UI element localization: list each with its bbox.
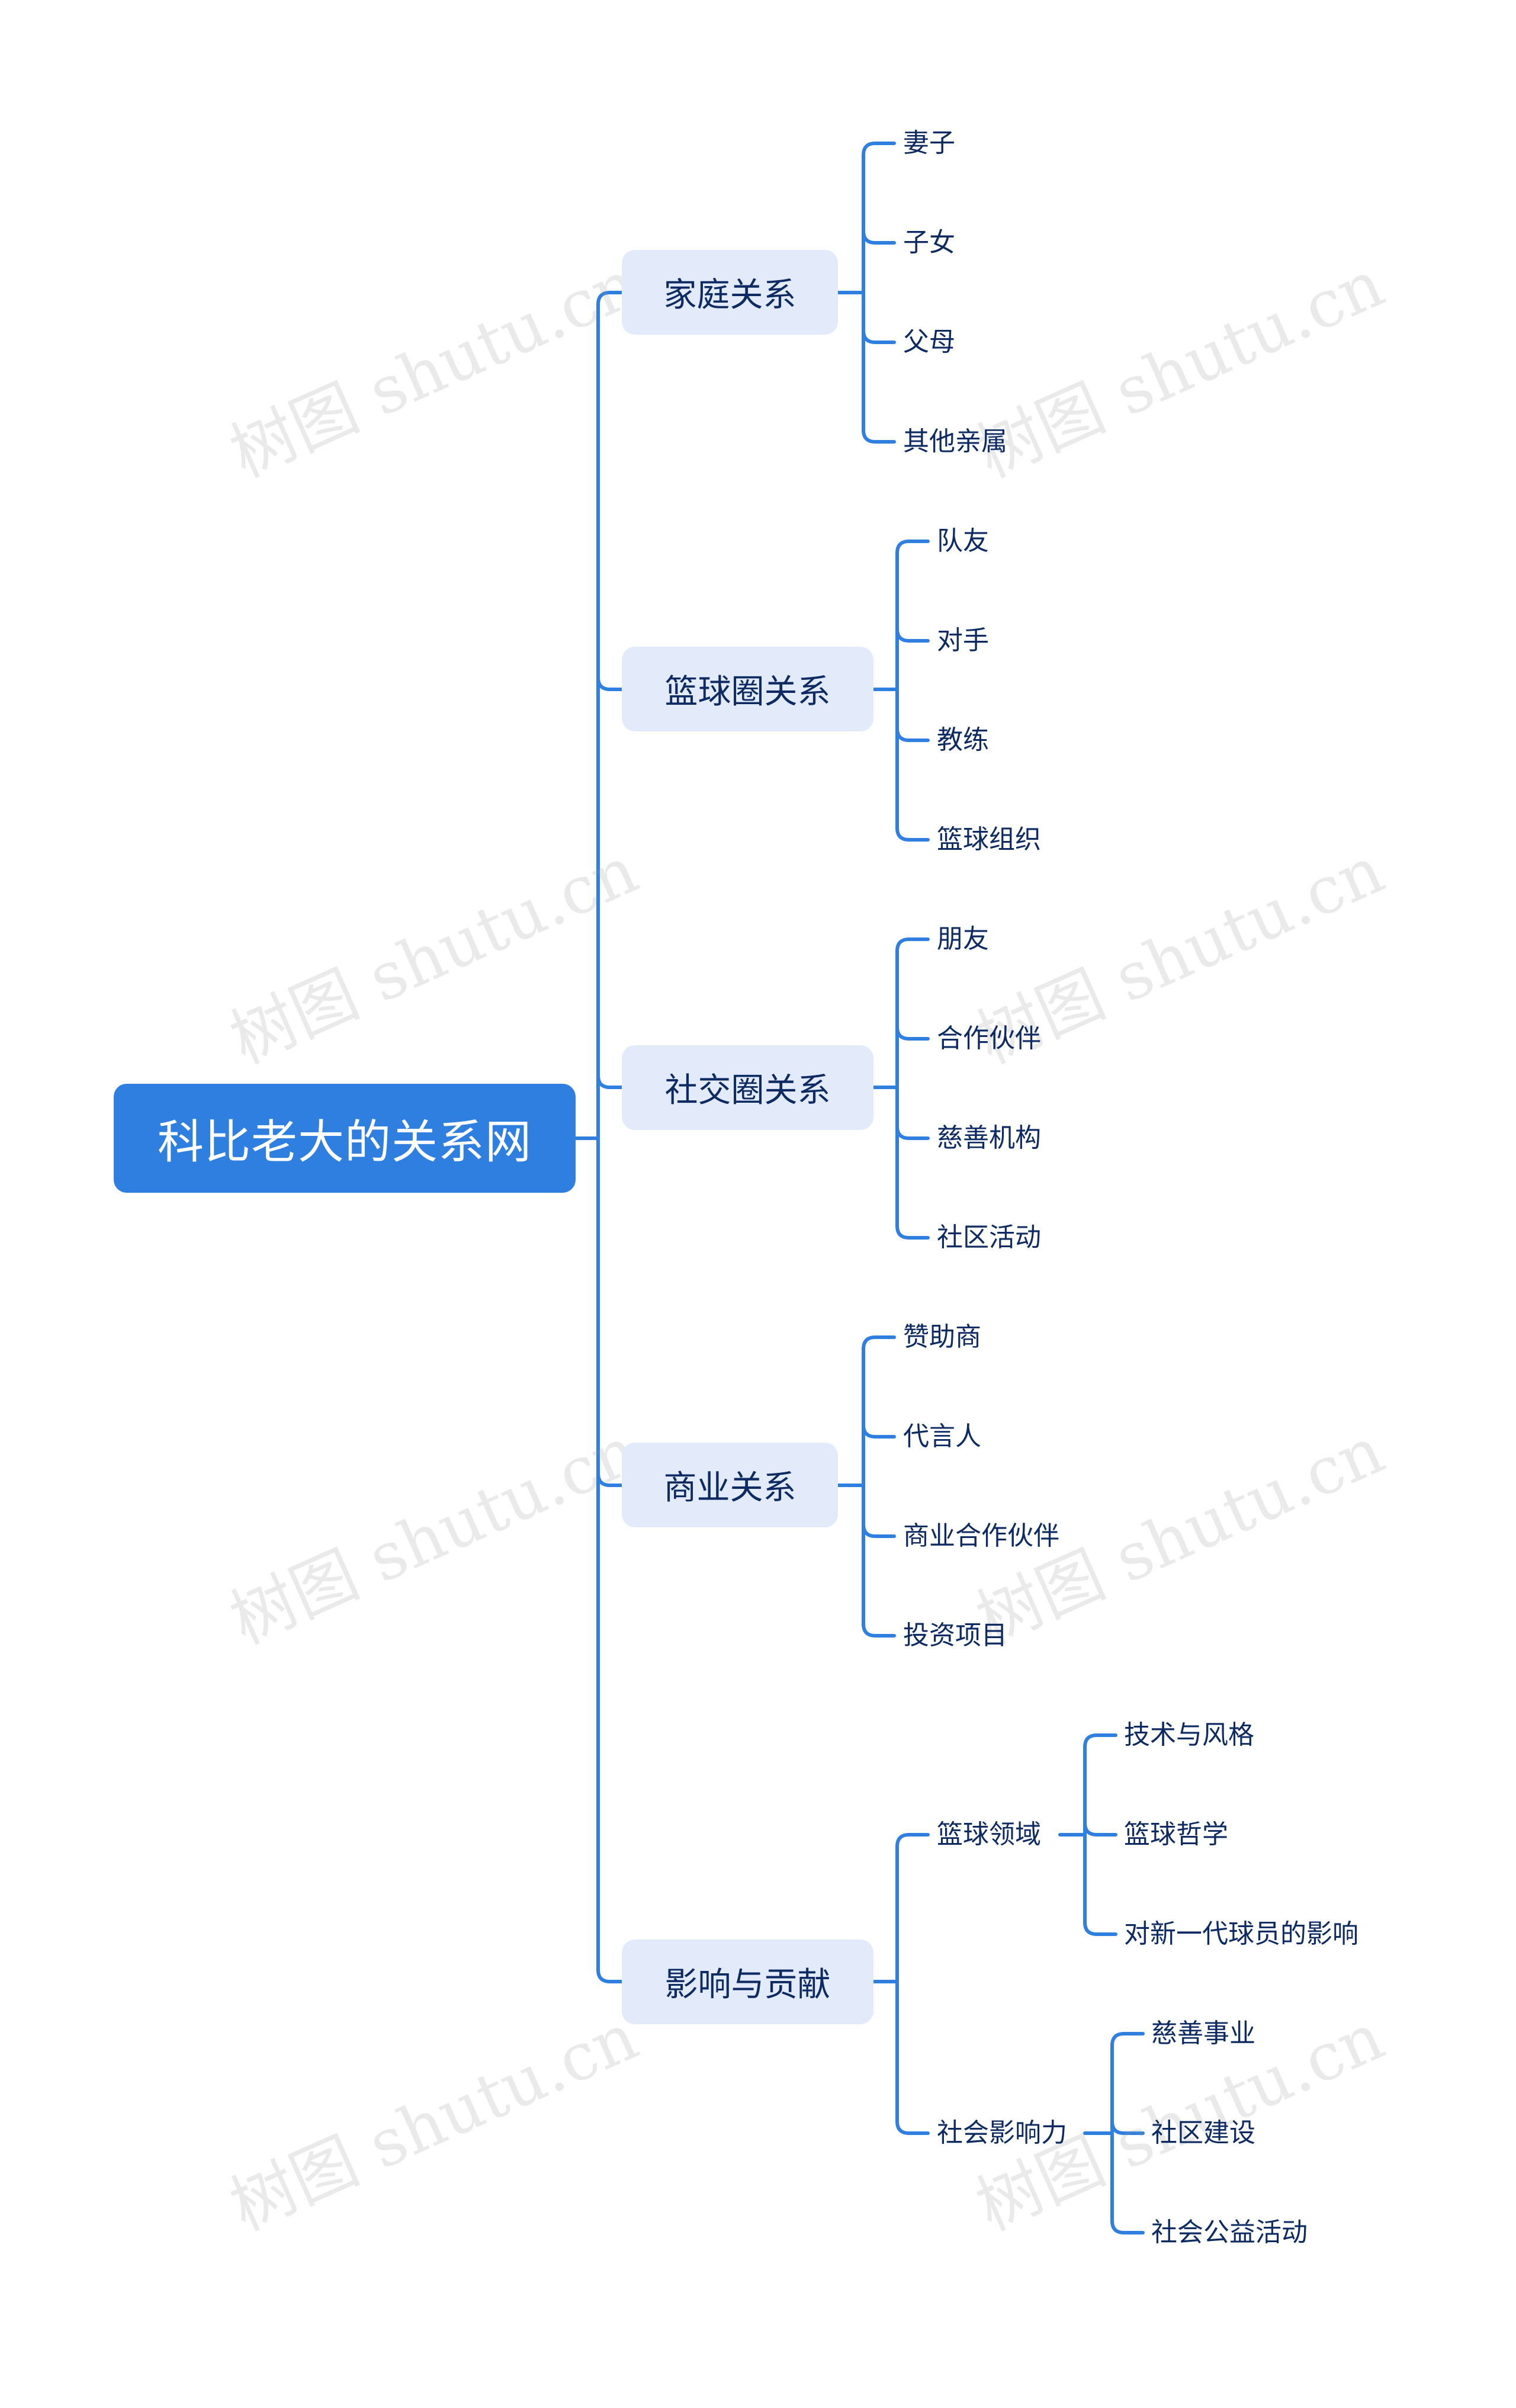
connector-line	[596, 676, 624, 691]
leaf-node[interactable]: 篮球哲学	[1124, 1819, 1228, 1850]
leaf-node[interactable]: 商业合作伙伴	[903, 1521, 1059, 1551]
branch-business[interactable]: 商业关系	[622, 1443, 838, 1527]
connector-line	[895, 727, 930, 742]
branch-label: 社交圈关系	[664, 1071, 831, 1110]
branch-label: 篮球圈关系	[664, 673, 831, 711]
connector-line	[862, 142, 896, 157]
leaf-node[interactable]: 篮球组织	[937, 824, 1041, 855]
connector-line	[895, 540, 930, 555]
connector-line	[895, 1833, 930, 1848]
connector-line	[895, 1125, 930, 1140]
branch-label: 影响与贡献	[664, 1966, 831, 2004]
branch-label: 家庭关系	[663, 276, 796, 314]
connector-line	[862, 329, 896, 344]
subbranch-node[interactable]: 社会影响力	[937, 2118, 1067, 2148]
connector-line	[596, 1074, 624, 1089]
leaf-node[interactable]: 社区活动	[937, 1222, 1041, 1253]
leaf-node[interactable]: 代言人	[903, 1421, 981, 1452]
leaf-node[interactable]: 队友	[937, 526, 989, 556]
root-node[interactable]: 科比老大的关系网	[114, 1084, 576, 1193]
leaf-node[interactable]: 慈善机构	[937, 1123, 1041, 1153]
connector-line	[1083, 1733, 1117, 1749]
leaf-node[interactable]: 社会公益活动	[1151, 2217, 1308, 2248]
leaf-node[interactable]: 慈善事业	[1151, 2018, 1255, 2049]
leaf-node[interactable]: 投资项目	[903, 1620, 1007, 1651]
connector-line	[862, 1523, 896, 1538]
subbranch-node[interactable]: 篮球领域	[937, 1819, 1041, 1850]
connector-line	[596, 1472, 624, 1487]
connector-line	[895, 1224, 930, 1240]
leaf-node[interactable]: 合作伙伴	[937, 1023, 1041, 1054]
leaf-node[interactable]: 其他亲属	[903, 426, 1007, 457]
leaf-node[interactable]: 赞助商	[903, 1322, 981, 1352]
connector-line	[596, 291, 624, 306]
leaf-node[interactable]: 父母	[903, 327, 955, 357]
connector-line	[1110, 2032, 1145, 2047]
leaf-node[interactable]: 对新一代球员的影响	[1124, 1919, 1358, 1949]
branch-label: 商业关系	[663, 1469, 796, 1507]
leaf-node[interactable]: 对手	[937, 625, 989, 656]
leaf-node[interactable]: 技术与风格	[1124, 1720, 1254, 1750]
connector-line	[895, 1025, 930, 1041]
branch-social[interactable]: 社交圈关系	[622, 1045, 873, 1130]
branch-influence[interactable]: 影响与贡献	[622, 1940, 873, 2024]
leaf-node[interactable]: 社区建设	[1151, 2118, 1255, 2148]
branch-basketball[interactable]: 篮球圈关系	[622, 647, 873, 731]
connector-line	[862, 229, 896, 245]
connector-line	[862, 1335, 896, 1351]
connector-line	[862, 428, 896, 444]
connector-line	[862, 1423, 896, 1439]
connector-line	[1083, 1821, 1117, 1836]
connector-line	[596, 1968, 624, 1983]
leaf-node[interactable]: 妻子	[903, 128, 955, 158]
leaf-node[interactable]: 朋友	[937, 924, 989, 954]
leaf-node[interactable]: 教练	[937, 725, 989, 755]
connector-line	[1110, 2120, 1145, 2135]
leaf-node[interactable]: 子女	[903, 227, 955, 258]
connector-line	[1083, 1921, 1117, 1936]
connector-line	[862, 1622, 896, 1638]
connector-line	[895, 2120, 930, 2135]
branch-family[interactable]: 家庭关系	[622, 250, 838, 335]
connector-line	[895, 937, 930, 953]
connector-line	[895, 627, 930, 643]
connector-line	[895, 826, 930, 842]
root-label: 科比老大的关系网	[157, 1116, 532, 1169]
connector-line	[1110, 2219, 1145, 2234]
